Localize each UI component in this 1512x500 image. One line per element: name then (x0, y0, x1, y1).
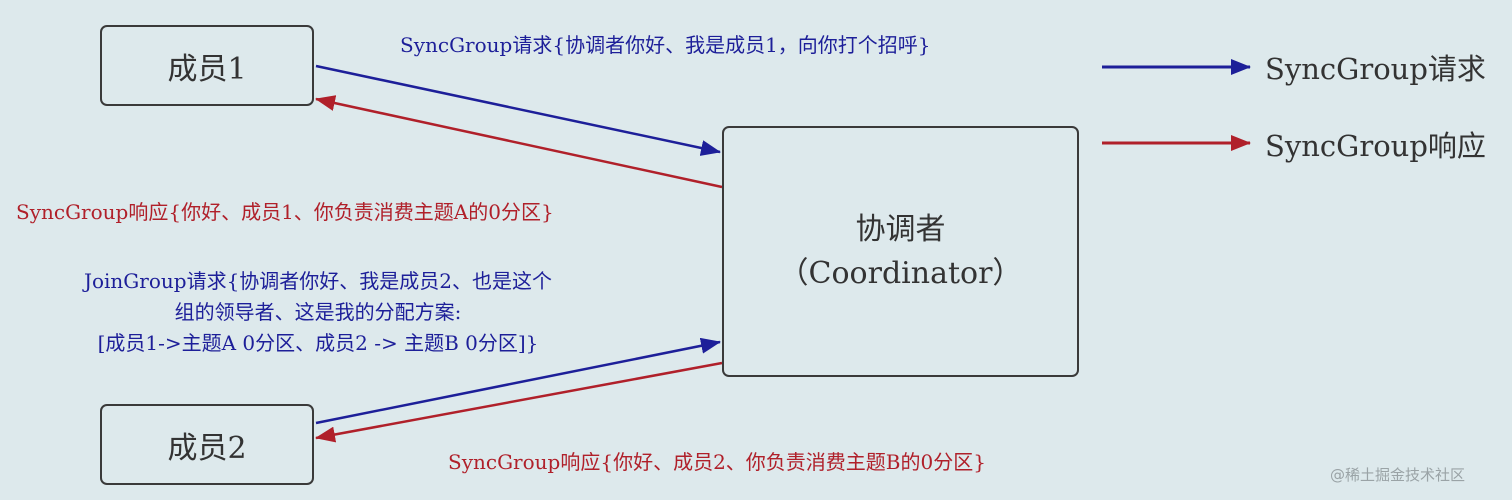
coordinator-node: 协调者 （Coordinator） (722, 126, 1079, 377)
member2-request-line3: [成员1->主题A 0分区、成员2 -> 主题B 0分区]} (97, 331, 539, 355)
member2-request-line2: 组的领导者、这是我的分配方案: (174, 300, 462, 324)
member2-to-coordinator-request-arrow (315, 337, 721, 425)
coordinator-subtitle: （Coordinator） (778, 255, 1023, 291)
member2-response-label: SyncGroup响应{你好、成员2、你负责消费主题B的0分区} (448, 450, 986, 474)
member1-response-label: SyncGroup响应{你好、成员1、你负责消费主题A的0分区} (16, 200, 554, 224)
member1-request-label: SyncGroup请求{协调者你好、我是成员1，向你打个招呼} (400, 33, 931, 57)
coordinator-to-member2-response-arrow (315, 361, 723, 443)
coordinator-label: 协调者 (855, 211, 946, 247)
member2-node: 成员2 (100, 404, 314, 485)
member1-node: 成员1 (100, 25, 314, 106)
member2-label: 成员2 (167, 430, 247, 466)
legend-request-label: SyncGroup请求 (1265, 52, 1486, 86)
member1-to-coordinator-request-arrow (315, 64, 721, 156)
coordinator-to-member1-response-arrow (315, 95, 723, 189)
watermark: @稀土掘金技术社区 (1330, 466, 1466, 484)
legend-response-label: SyncGroup响应 (1265, 129, 1486, 163)
member2-request-line1: JoinGroup请求{协调者你好、我是成员2、也是这个 (83, 269, 553, 293)
member2-request-label: JoinGroup请求{协调者你好、我是成员2、也是这个 组的领导者、这是我的分… (14, 266, 622, 359)
member1-label: 成员1 (167, 51, 247, 87)
